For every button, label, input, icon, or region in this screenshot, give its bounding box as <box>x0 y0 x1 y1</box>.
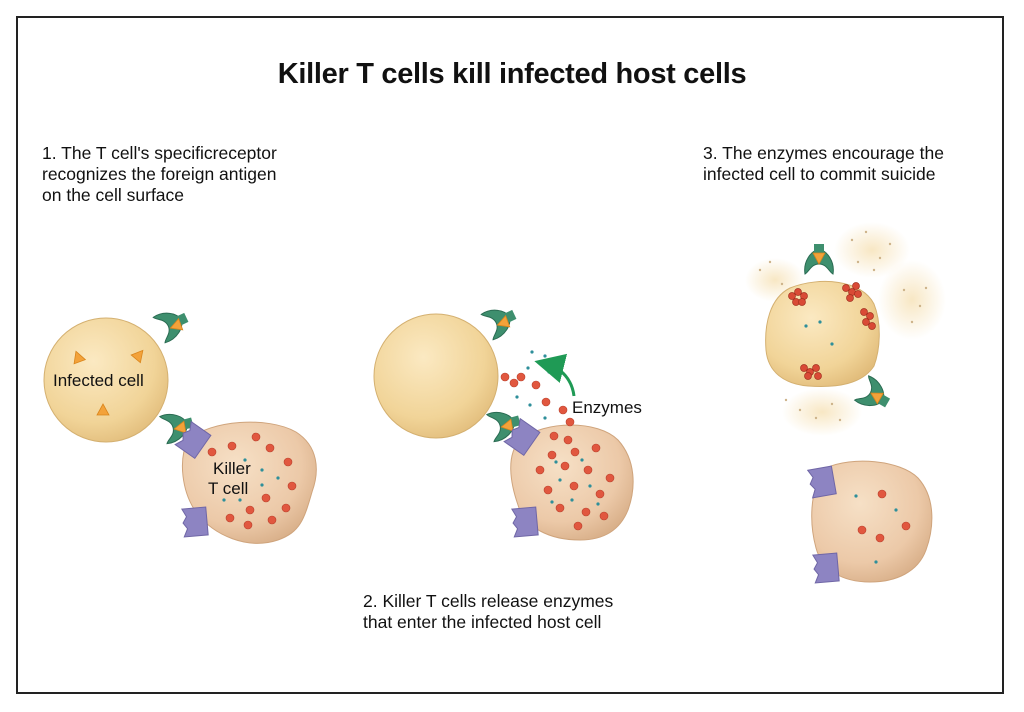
mhc-antigen-complex <box>152 303 193 344</box>
t-cell-receptor <box>181 506 209 538</box>
enzyme-arrow <box>534 353 576 397</box>
enzyme-dots <box>515 350 600 506</box>
enzyme-granules <box>207 432 297 530</box>
t-cell-receptor <box>807 465 837 499</box>
enzyme-dots <box>854 494 898 564</box>
debris-specks <box>758 230 928 422</box>
released-enzymes <box>500 372 575 445</box>
dying-infected-cell <box>765 280 880 387</box>
enzyme-clusters <box>788 282 876 380</box>
enzymes-label: Enzymes <box>572 398 642 417</box>
panel-3 <box>745 222 946 584</box>
enzyme-granules <box>857 489 911 543</box>
t-cell-receptor <box>511 506 539 538</box>
step-2-caption: 2. Killer T cells release enzymes that e… <box>363 591 614 632</box>
infected-cell-label: Infected cell <box>53 371 144 390</box>
step-3-caption: 3. The enzymes encourage the infected ce… <box>703 143 944 184</box>
enzyme-granules <box>535 443 615 531</box>
panel-1: Infected cell Killer T cell <box>43 303 317 544</box>
enzyme-dots <box>804 320 834 346</box>
t-cell-receptor <box>812 552 840 584</box>
diagram-title: Killer T cells kill infected host cells <box>277 58 747 90</box>
infected-cell <box>373 313 499 439</box>
panel-2: Enzymes <box>373 300 642 541</box>
mhc-antigen-complex <box>480 300 521 341</box>
killer-cell-label-line1: Killer <box>213 459 251 478</box>
mhc-antigen-complex <box>804 243 834 275</box>
step-1-caption: 1. The T cell's specificreceptor recogni… <box>42 143 277 205</box>
cell-debris <box>745 222 946 436</box>
infected-cell <box>43 317 169 443</box>
enzyme-dots <box>222 458 280 502</box>
killer-t-cell <box>811 460 933 583</box>
killer-cell-label-line2: T cell <box>208 479 248 498</box>
